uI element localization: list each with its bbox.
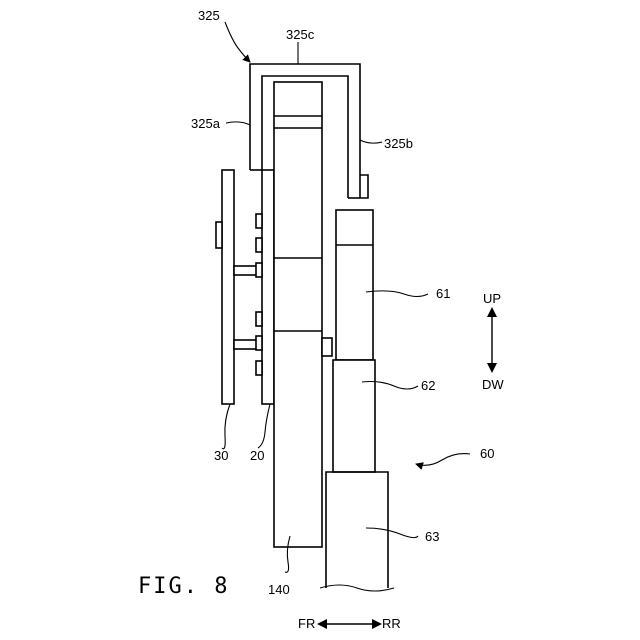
label-140: 140 [268, 582, 290, 597]
label-62: 62 [421, 378, 435, 393]
column-140 [274, 82, 322, 547]
plate-20-tab-1 [256, 214, 262, 228]
label-325c: 325c [286, 27, 315, 42]
leader-325a [226, 122, 250, 125]
label-63: 63 [425, 529, 439, 544]
plate-20-tab-6 [256, 361, 262, 375]
label-60: 60 [480, 446, 494, 461]
label-down: DW [482, 377, 504, 392]
cylinder-61 [336, 210, 373, 360]
plate-30-tab [216, 222, 222, 248]
leader-60 [416, 454, 470, 466]
label-325b: 325b [384, 136, 413, 151]
column-140-nub [322, 338, 332, 356]
leader-20 [258, 404, 270, 448]
plate-20-tab-2 [256, 238, 262, 252]
leader-61 [366, 291, 428, 297]
plate-30 [222, 170, 234, 404]
leader-325b [360, 140, 382, 143]
plate-20-tab-4 [256, 312, 262, 326]
cylinder-63 [326, 472, 388, 588]
label-325a: 325a [191, 116, 221, 131]
label-30: 30 [214, 448, 228, 463]
plate-20-tab-3 [256, 263, 262, 277]
label-325: 325 [198, 8, 220, 23]
plate-20-tab-5 [256, 336, 262, 350]
label-up: UP [483, 291, 501, 306]
plate-20 [262, 170, 274, 404]
cylinder-62 [333, 360, 375, 472]
label-20: 20 [250, 448, 264, 463]
label-rear: RR [382, 616, 401, 631]
label-61: 61 [436, 286, 450, 301]
leader-325 [225, 22, 250, 62]
label-front: FR [298, 616, 315, 631]
leader-63 [366, 528, 418, 538]
break-line [320, 585, 394, 591]
leader-30 [222, 404, 230, 449]
figure-caption: FIG. 8 [138, 574, 229, 599]
